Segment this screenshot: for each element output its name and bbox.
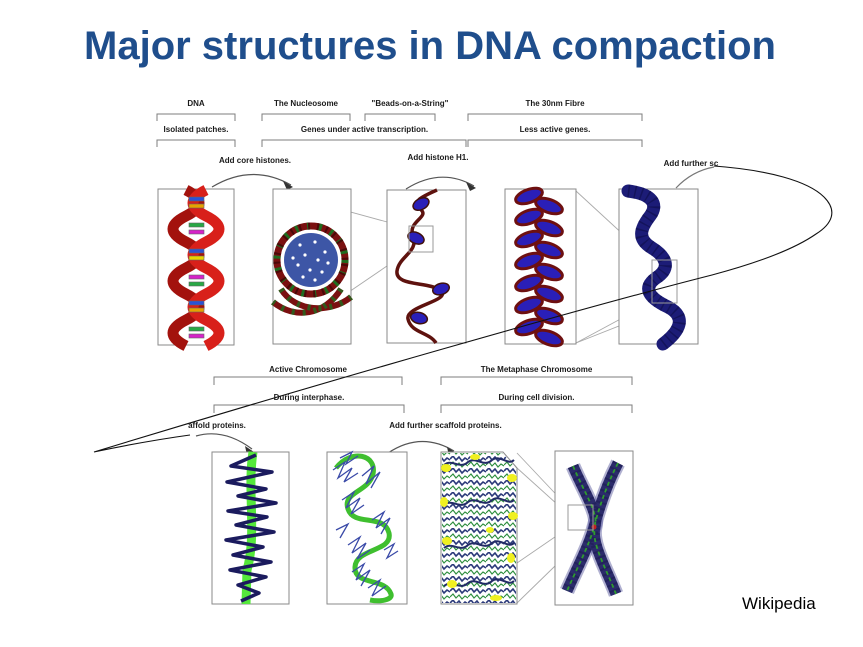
histone-speckles — [291, 240, 330, 282]
wavy-fibre — [621, 184, 686, 351]
source-credit: Wikipedia — [742, 594, 816, 613]
active-chromosome — [224, 451, 278, 605]
zoom-box-fibre — [651, 259, 678, 304]
label-isolated-patches: Isolated patches. — [163, 125, 229, 134]
label-active-chromosome: Active Chromosome — [269, 365, 347, 374]
zoom-box-bead — [408, 225, 434, 253]
label-during-interphase: During interphase. — [273, 393, 345, 402]
label-beads: "Beads-on-a-String" — [371, 99, 449, 108]
centromere-dot — [591, 524, 597, 530]
label-less-active: Less active genes. — [519, 125, 591, 134]
label-affold-proteins: affold proteins. — [188, 421, 246, 430]
fibre-30nm — [514, 186, 564, 348]
interphase-loops — [332, 450, 399, 604]
condensed-chromatin — [440, 453, 518, 603]
dna-helix — [167, 185, 225, 351]
nucleosome — [271, 222, 353, 316]
label-during-cell-division: During cell division. — [498, 393, 575, 402]
label-add-further-sc: Add further sc — [663, 159, 719, 168]
label-add-histone-h1: Add histone H1. — [407, 153, 469, 162]
label-dna: DNA — [187, 99, 205, 108]
label-30nm-fibre: The 30nm Fibre — [525, 99, 585, 108]
label-metaphase-chromosome: The Metaphase Chromosome — [480, 365, 593, 374]
metaphase-chromosome — [560, 459, 625, 597]
beads-on-string — [395, 188, 451, 345]
label-nucleosome: The Nucleosome — [273, 99, 338, 108]
label-active-transcription: Genes under active transcription. — [300, 125, 429, 134]
label-add-further-scaffold: Add further scaffold proteins. — [389, 421, 502, 430]
zoom-box-chromosome — [567, 504, 594, 531]
top-brackets — [156, 113, 643, 147]
bottom-brackets — [213, 376, 633, 413]
loop-annotation — [93, 165, 833, 453]
label-add-core-histones: Add core histones. — [218, 156, 291, 165]
slide-title: Major structures in DNA compaction — [84, 24, 776, 68]
scaffold-protein-blobs — [440, 454, 518, 601]
